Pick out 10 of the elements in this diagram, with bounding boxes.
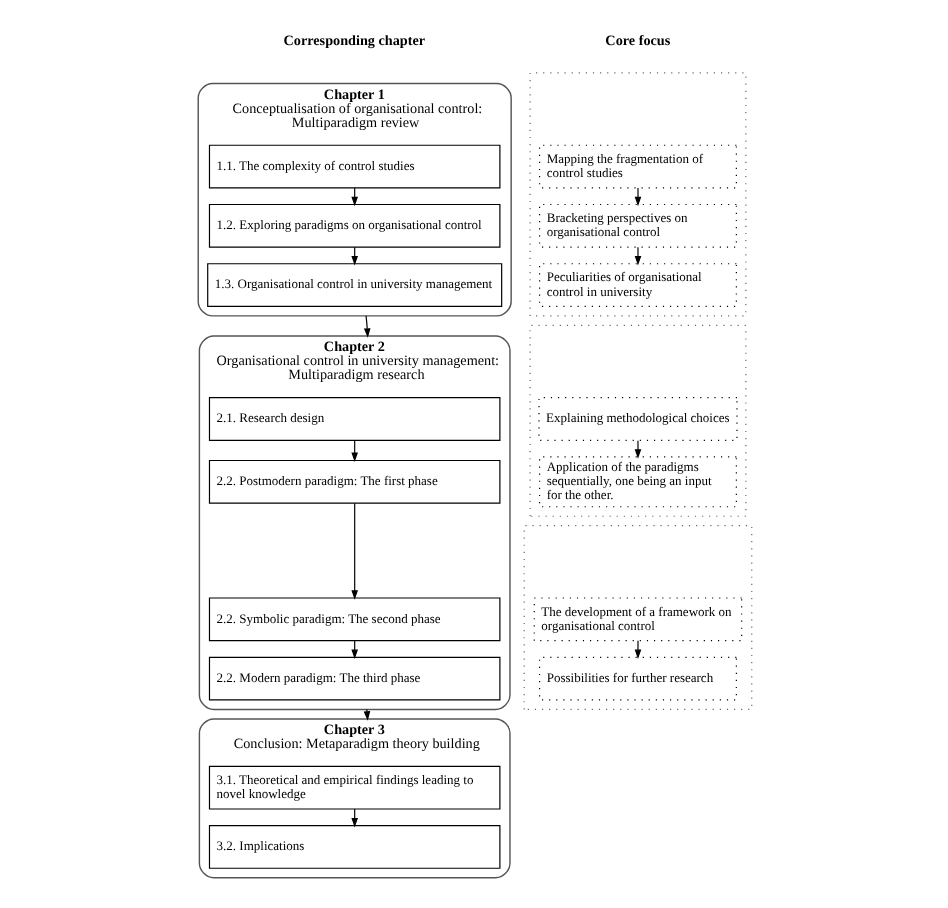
arrow	[633, 640, 641, 660]
arrow	[633, 440, 641, 459]
arrow	[350, 502, 357, 600]
cluster	[528, 324, 746, 517]
arrow	[633, 187, 641, 207]
arrow	[362, 708, 370, 721]
arrow	[362, 315, 370, 338]
cluster	[522, 525, 752, 711]
cluster	[528, 72, 746, 317]
arrow	[633, 246, 641, 266]
